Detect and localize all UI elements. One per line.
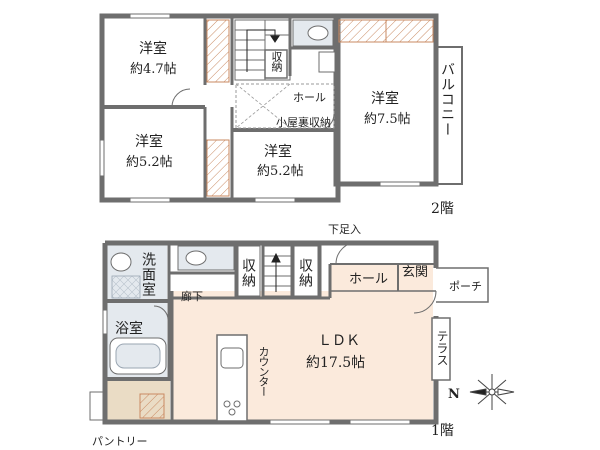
attic-storage-label: 小屋裏収納 [276, 116, 331, 129]
wash-basin [110, 252, 132, 272]
second-floor [99, 13, 463, 203]
pantry-label: パントリー [92, 435, 148, 448]
hall-label-2f: ホール [293, 91, 326, 104]
bathroom-label: 浴室 [115, 321, 143, 337]
compass-icon [469, 374, 515, 410]
terrace [431, 317, 451, 381]
room-size-western-d: 約7.5帖 [364, 112, 411, 127]
stairs-1f [263, 245, 292, 297]
closet-a [206, 19, 230, 83]
room-name-western-c: 洋室 [264, 144, 292, 160]
room-size-western-a: 約4.7帖 [130, 62, 177, 77]
sink-2f [318, 51, 336, 73]
room-name-western-a: 洋室 [139, 41, 167, 57]
corridor-label: 廊下 [181, 290, 203, 303]
storage-label-2f: 収納 [270, 51, 283, 71]
room-size-western-c: 約5.2帖 [257, 164, 304, 179]
storage-label-1f-b: 収納 [297, 258, 313, 288]
entrance-label: 玄関 [402, 265, 429, 280]
storage-1f-a [237, 245, 261, 297]
compass-north-label: N [448, 387, 460, 402]
porch [436, 267, 489, 303]
closet-b [206, 139, 230, 197]
ldk-name: ＬＤＫ [318, 333, 360, 349]
attic-storage [235, 83, 335, 129]
floor-label-1f: 1階 [431, 423, 454, 439]
terrace-label: テラス [435, 330, 449, 366]
storage-label-1f-a: 収納 [240, 258, 256, 288]
room-size-western-b: 約5.2帖 [126, 155, 173, 170]
porch-label: ポーチ [449, 280, 482, 293]
hall-label-1f: ホール [349, 272, 389, 287]
stairs-2f [234, 19, 291, 81]
ldk-floor [172, 291, 433, 420]
counter-label: カウンター [257, 346, 270, 396]
room-name-western-d: 洋室 [371, 91, 399, 107]
floor-label-2f: 2階 [431, 201, 454, 217]
balcony [435, 46, 463, 185]
storage-1f-b [293, 245, 319, 297]
washroom-label: 洗面室 [140, 252, 156, 297]
toilet-2f [307, 25, 329, 41]
balcony-label: バルコニー [439, 62, 455, 137]
ldk-size: 約17.5帖 [306, 355, 366, 371]
toilet-1f [185, 250, 207, 266]
first-floor [89, 240, 489, 425]
room-name-western-b: 洋室 [135, 134, 163, 150]
footrest-label: 下足入 [328, 223, 361, 236]
